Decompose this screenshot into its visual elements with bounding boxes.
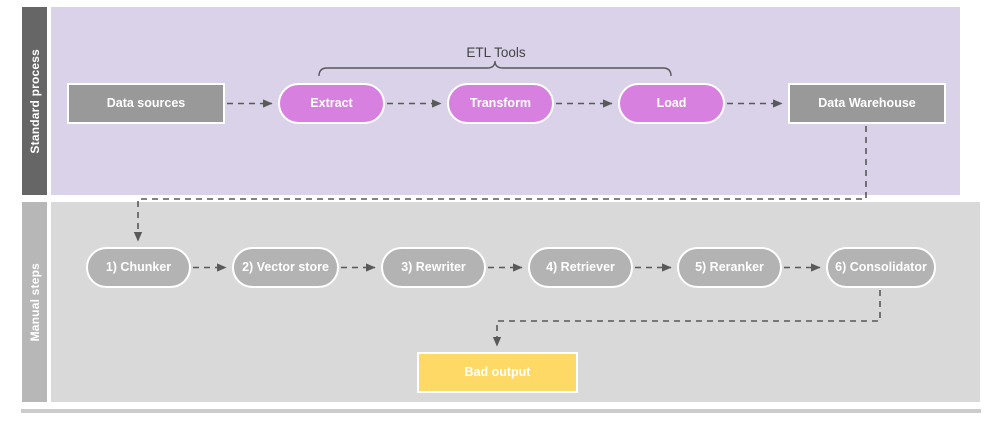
pool-bottom-divider — [21, 409, 981, 413]
node-label-consolidator: 6) Consolidator — [835, 260, 927, 275]
node-label-bad-output: Bad output — [464, 365, 531, 380]
node-data-warehouse[interactable]: Data Warehouse — [788, 83, 946, 124]
lane-header-label-manual-steps: Manual steps — [27, 262, 42, 342]
lane-header-label-standard-process: Standard process — [27, 48, 42, 154]
node-label-extract: Extract — [310, 96, 353, 111]
lane-header-standard-process: Standard process — [21, 6, 48, 196]
node-bad-output[interactable]: Bad output — [417, 352, 578, 393]
node-load[interactable]: Load — [618, 83, 725, 124]
node-label-chunker: 1) Chunker — [105, 260, 172, 275]
node-label-retriever: 4) Retriever — [546, 260, 615, 275]
node-label-reranker: 5) Reranker — [695, 260, 764, 275]
node-label-rewriter: 3) Rewriter — [401, 260, 466, 275]
etl-tools-label: ETL Tools — [466, 45, 526, 60]
node-data-sources[interactable]: Data sources — [67, 83, 225, 124]
node-rewriter[interactable]: 3) Rewriter — [381, 247, 486, 288]
lane-header-manual-steps: Manual steps — [21, 201, 48, 403]
node-reranker[interactable]: 5) Reranker — [677, 247, 782, 288]
node-chunker[interactable]: 1) Chunker — [86, 247, 191, 288]
node-label-transform: Transform — [469, 96, 532, 111]
node-retriever[interactable]: 4) Retriever — [528, 247, 633, 288]
node-vector-store[interactable]: 2) Vector store — [232, 247, 339, 288]
node-label-data-warehouse: Data Warehouse — [818, 96, 916, 111]
node-label-load: Load — [656, 96, 687, 111]
node-consolidator[interactable]: 6) Consolidator — [826, 247, 936, 288]
node-transform[interactable]: Transform — [447, 83, 554, 124]
node-label-vector-store: 2) Vector store — [242, 260, 329, 275]
node-extract[interactable]: Extract — [278, 83, 385, 124]
node-label-data-sources: Data sources — [106, 96, 186, 111]
